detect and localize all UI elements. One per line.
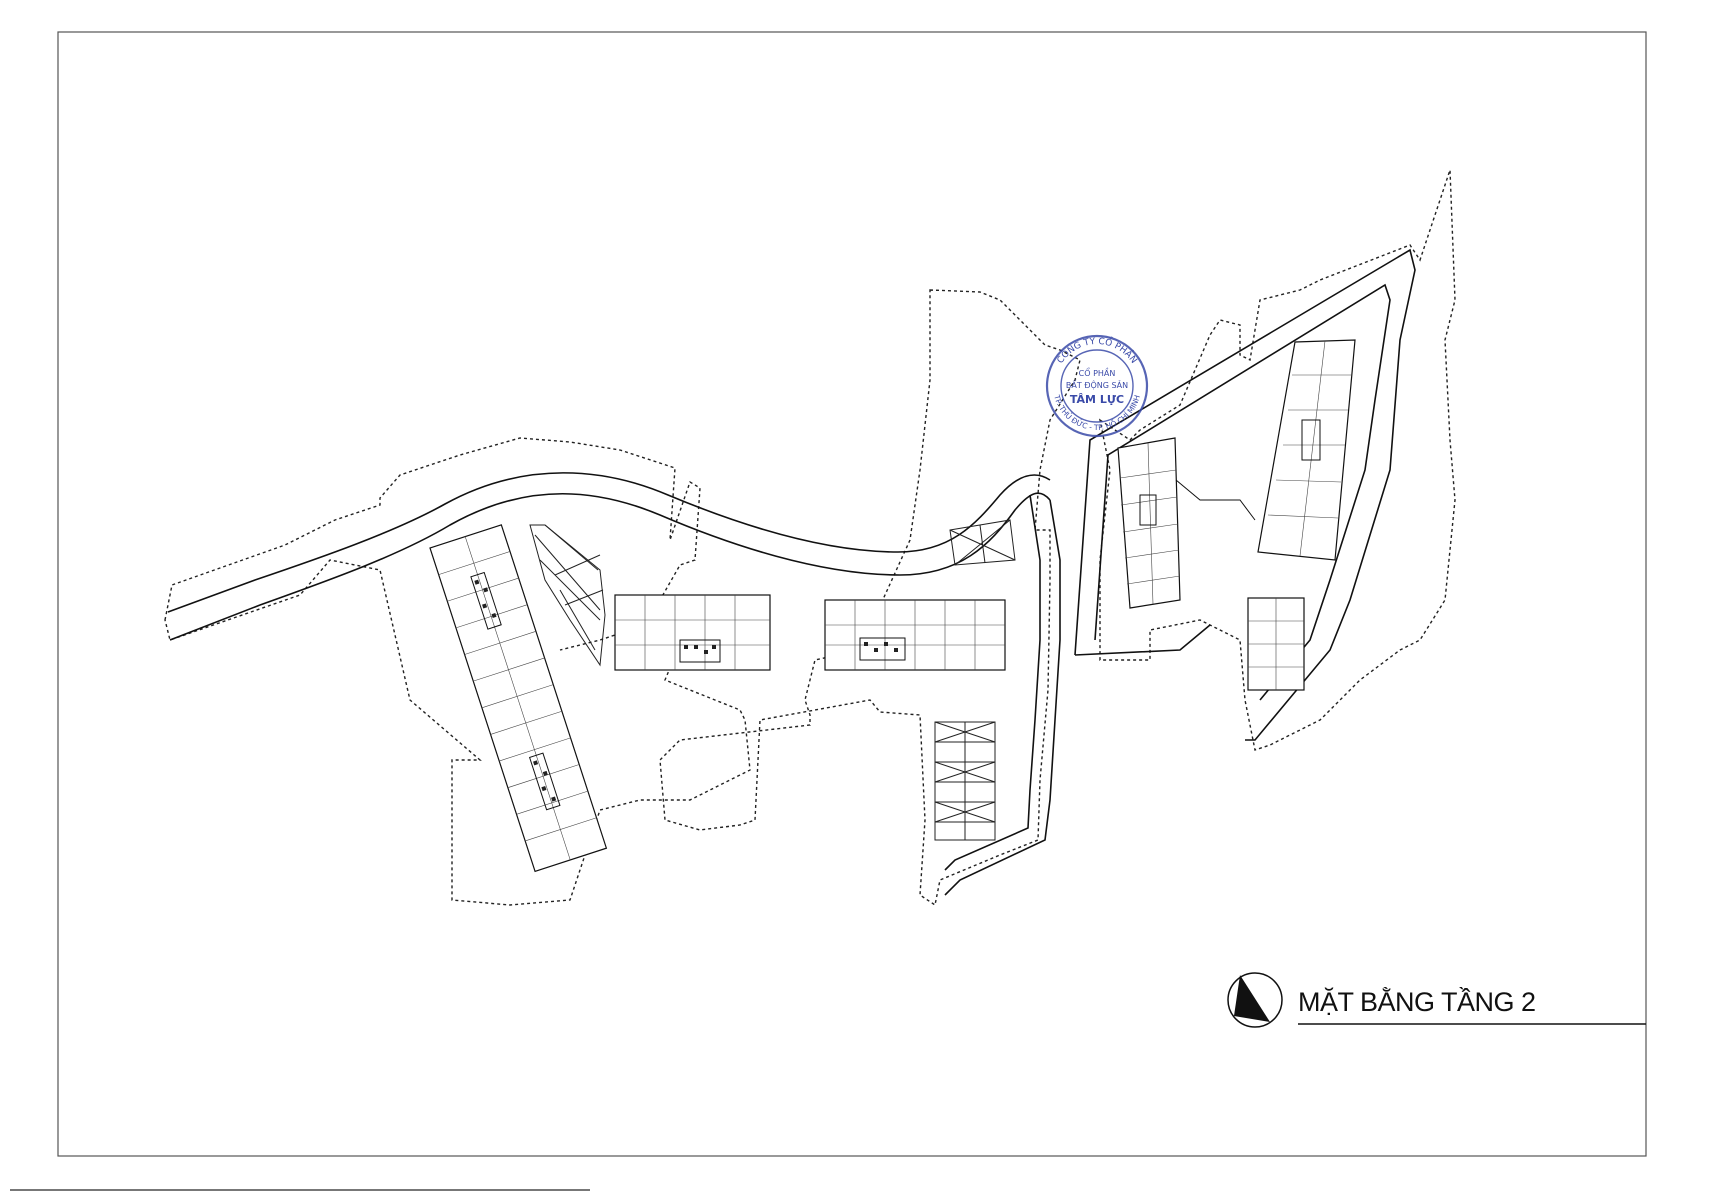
- drawing-title: MẶT BẰNG TẦNG 2: [1298, 986, 1536, 1017]
- stamp-line-3: TÂM LỰC: [1070, 393, 1124, 406]
- building-block-west: [429, 524, 608, 873]
- site-boundary-central: [659, 289, 1081, 907]
- building-block-east-south: [1247, 597, 1305, 691]
- building-block-east-left: [1117, 437, 1181, 609]
- company-stamp: CÔNG TY CỔ PHẦN TP. THỦ ĐỨC - TP. HỒ CHÍ…: [1045, 335, 1149, 438]
- stamp-line-2: BẤT ĐỘNG SẢN: [1066, 379, 1128, 390]
- site-boundary-west: [164, 437, 751, 906]
- courtyard-outline: [1175, 479, 1256, 521]
- north-arrow: [1227, 972, 1283, 1028]
- building-block-east-right: [1257, 339, 1356, 561]
- stamp-line-1: CỔ PHẦN: [1079, 366, 1116, 378]
- building-block-central-left: [614, 594, 771, 671]
- parking-hatch-west: [529, 524, 606, 667]
- site-boundary-east: [1098, 169, 1456, 751]
- parking-hatch-north: [949, 519, 1016, 566]
- building-block-central-right: [824, 599, 1006, 671]
- east-road-loop: [1074, 248, 1416, 741]
- parking-hatch-south: [934, 721, 996, 841]
- drawing-frame: [57, 31, 1647, 1157]
